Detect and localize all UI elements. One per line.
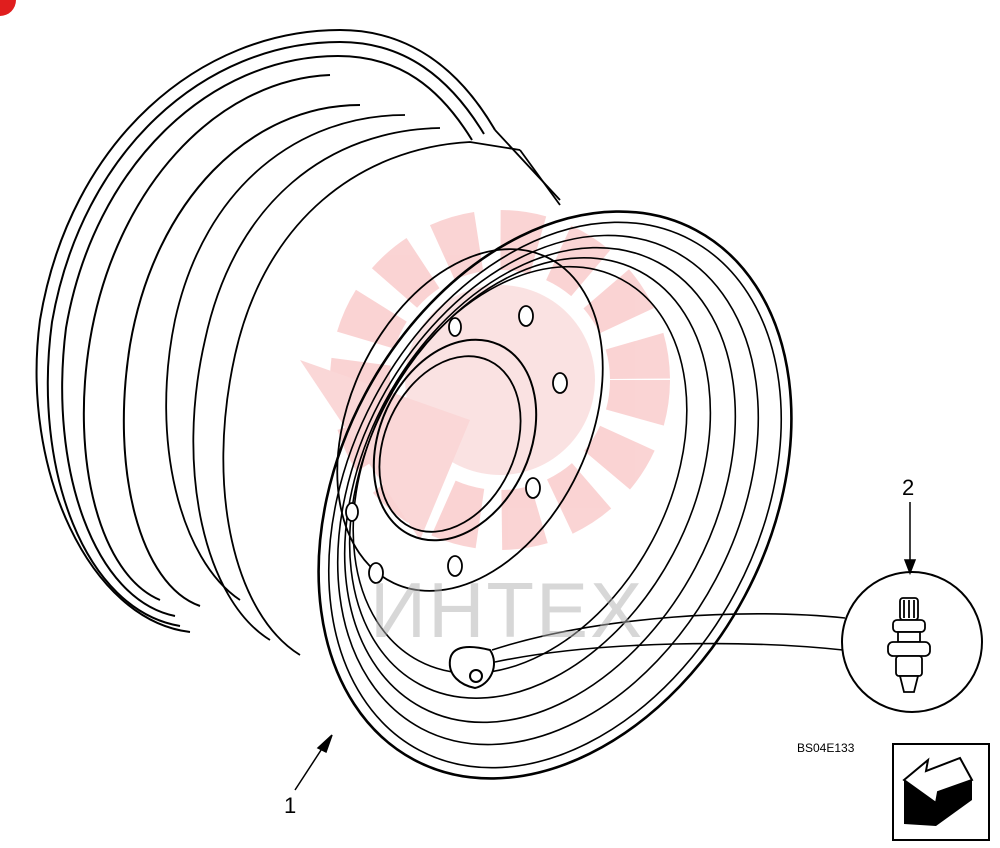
- corner-mark: [0, 0, 16, 16]
- callout-label-1: 1: [284, 793, 297, 818]
- leader-arrow-1: [294, 734, 333, 791]
- rim-drum: [165, 114, 561, 656]
- rear-rim: [35, 28, 496, 633]
- front-rim: [317, 210, 793, 780]
- bolt-holes: [345, 305, 568, 584]
- valve-stem-icon: [887, 597, 931, 693]
- bolt-hole: [552, 372, 568, 394]
- leader-arrow-2: [903, 502, 917, 576]
- valve-hole: [448, 646, 495, 690]
- bolt-hole: [518, 305, 534, 327]
- bolt-hole: [525, 477, 541, 499]
- watermark-text: ИНТЕХ: [370, 566, 645, 654]
- figure-code: BS04E133: [797, 741, 855, 755]
- detail-leader: [491, 613, 846, 663]
- bolt-hole: [368, 562, 384, 584]
- bolt-hole: [345, 502, 359, 522]
- bolt-hole: [448, 317, 462, 337]
- wheel-disc: [336, 248, 604, 592]
- bolt-hole: [447, 555, 463, 577]
- callout-label-2: 2: [902, 475, 915, 500]
- valve-detail: [841, 571, 983, 713]
- view-direction-arrow-icon: [892, 743, 990, 841]
